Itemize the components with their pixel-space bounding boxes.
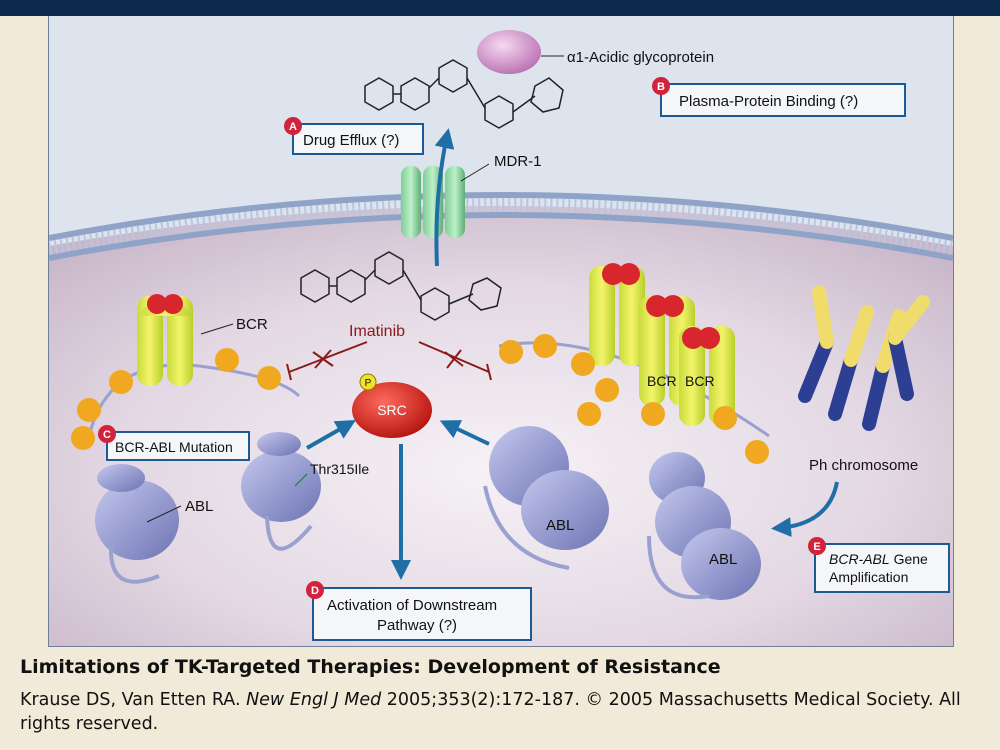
resistance-diagram: MDR-1 α1-Acidic glycoprotein Imatinib SR… xyxy=(48,16,954,647)
citation-authors: Krause DS, Van Etten RA. xyxy=(20,690,247,710)
badge-d: D xyxy=(311,585,319,597)
src-label: SRC xyxy=(377,402,407,418)
mdr1-label: MDR-1 xyxy=(494,153,542,170)
citation-journal: New Engl J Med xyxy=(246,690,382,710)
badge-e: E xyxy=(813,541,820,553)
box-b-text: Plasma-Protein Binding (?) xyxy=(679,93,858,110)
bcr-abl-amplified xyxy=(483,263,770,600)
imatinib-molecule-outside xyxy=(364,59,564,129)
box-a-text: Drug Efflux (?) xyxy=(303,132,399,149)
bcr-label-left: BCR xyxy=(236,316,268,333)
box-b-plasma-binding: B Plasma-Protein Binding (?) xyxy=(652,77,906,117)
abl-label-right-2: ABL xyxy=(709,551,737,568)
ph-chromosome-label: Ph chromosome xyxy=(809,457,918,474)
glycoprotein-label: α1-Acidic glycoprotein xyxy=(567,49,714,66)
phospho-label: P xyxy=(365,378,372,389)
arrow-amplification xyxy=(771,481,839,538)
citation: Krause DS, Van Etten RA. New Engl J Med … xyxy=(20,688,980,736)
abl-label-left: ABL xyxy=(185,498,213,515)
box-d-line1: Activation of Downstream xyxy=(327,597,497,614)
cell-membrane xyxy=(49,192,953,261)
box-e-italic: BCR-ABL xyxy=(829,551,890,567)
mutation-site-label: Thr315Ile xyxy=(310,461,369,477)
imatinib-label: Imatinib xyxy=(349,323,405,340)
imatinib-molecule-inside xyxy=(300,251,502,321)
box-e-line2: Amplification xyxy=(829,569,908,585)
arrow-abl-to-src xyxy=(306,420,356,450)
badge-a: A xyxy=(289,121,297,133)
badge-b: B xyxy=(657,81,665,93)
box-c-mutation: C BCR-ABL Mutation xyxy=(98,425,250,461)
inhibition-lines xyxy=(286,341,492,381)
box-a-drug-efflux: A Drug Efflux (?) xyxy=(284,117,424,155)
mdr1-transporter xyxy=(401,166,465,238)
box-e-line1: BCR-ABL Gene xyxy=(829,551,928,567)
efflux-arrow xyxy=(434,128,455,267)
box-d-downstream: D Activation of Downstream Pathway (?) xyxy=(306,581,532,641)
caption-title: Limitations of TK-Targeted Therapies: De… xyxy=(20,656,721,678)
box-e-rest: Gene xyxy=(890,551,928,567)
glycoprotein-icon xyxy=(477,30,541,74)
arrow-amplified-to-src xyxy=(439,420,490,446)
bcr-abl-left xyxy=(71,294,321,584)
ph-chromosomes xyxy=(798,285,930,431)
phospho-badge xyxy=(359,373,377,391)
box-e-amplification: E BCR-ABL Gene Amplification xyxy=(808,537,950,593)
box-d-line2: Pathway (?) xyxy=(377,617,457,634)
src-kinase xyxy=(352,382,432,438)
citation-reference: 2005;353(2):172-187. © 2005 Massachusett… xyxy=(20,690,961,734)
badge-c: C xyxy=(103,429,111,441)
box-c-text: BCR-ABL Mutation xyxy=(115,439,233,455)
header-bar xyxy=(0,0,1000,16)
abl-label-right-1: ABL xyxy=(546,517,574,534)
bcr-label-right-1: BCR xyxy=(647,373,677,389)
bcr-label-right-2: BCR xyxy=(685,373,715,389)
